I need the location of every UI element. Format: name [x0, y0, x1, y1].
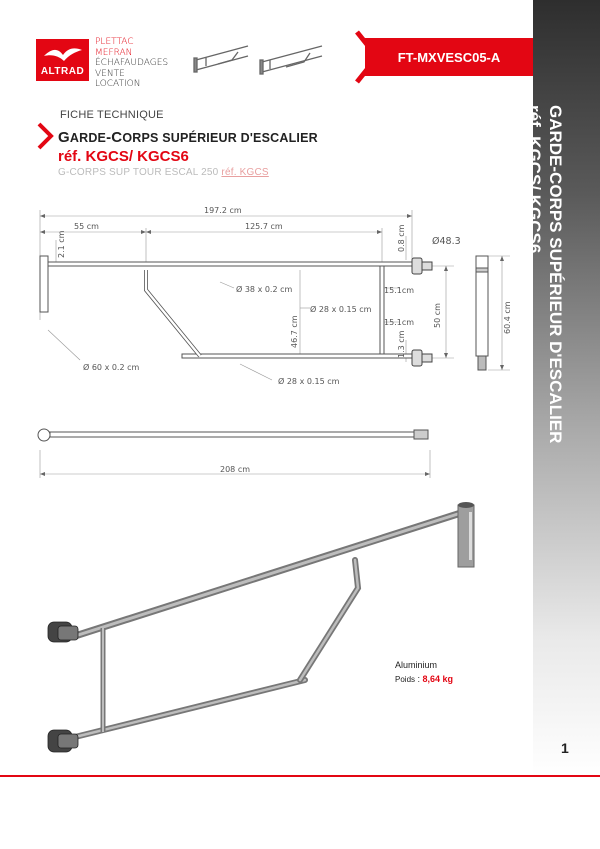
product-reference: réf. KGCS/ KGCS6: [58, 148, 189, 165]
bird-icon: [44, 48, 82, 61]
dim-d151a: 15.1cm: [384, 286, 414, 295]
weight-value: 8,64 kg: [422, 674, 454, 684]
title-part: ORPS SUPÉRIEUR D'ESCALIER: [122, 131, 318, 145]
brand-item: MEFRAN: [95, 47, 133, 58]
altrad-logo: ALTRAD: [36, 39, 89, 81]
product-render: [47, 502, 475, 753]
subref-link: réf. KGCS: [221, 167, 269, 178]
title-part: -: [106, 129, 112, 146]
dim-left: 55 cm: [74, 222, 99, 231]
dim-d21: 2.1 cm: [57, 230, 66, 258]
title-part: ARDE: [69, 131, 107, 145]
product-thumbnail-2: [259, 45, 323, 75]
dim-d151b: 15.1cm: [384, 318, 414, 327]
footer-divider: [0, 775, 600, 777]
doc-type: FICHE TECHNIQUE: [60, 109, 164, 121]
title-chevron-icon: [37, 122, 54, 150]
dim-d28b: Ø 28 x 0.15 cm: [278, 376, 340, 386]
brand-item: ÉCHAFAUDAGES: [95, 58, 169, 68]
brand-item: LOCATION: [95, 79, 141, 89]
weight-sep: :: [415, 674, 423, 684]
logo-word: ALTRAD: [40, 66, 85, 77]
specs-block: Aluminium Poids : 8,64 kg: [395, 658, 453, 687]
sidebar-band: [533, 0, 600, 777]
title-part: C: [111, 129, 123, 146]
product-thumbnail-1: [193, 45, 249, 73]
dim-d483: Ø48.3: [432, 236, 461, 247]
product-subreference: G-CORPS SUP TOUR ESCAL 250 réf. KGCS: [58, 167, 269, 178]
dim-overall: 197.2 cm: [204, 206, 242, 215]
subref-text: G-CORPS SUP TOUR ESCAL 250: [58, 167, 222, 178]
dim-d50: 50 cm: [433, 303, 442, 328]
weight-label: Poids: [395, 675, 416, 684]
dim-d604: 60.4 cm: [503, 301, 512, 334]
dim-d208: 208 cm: [220, 465, 250, 474]
weight-line: Poids : 8,64 kg: [395, 672, 453, 687]
brand-item: PLETTAC: [95, 37, 134, 47]
page-title: GARDE-CORPS SUPÉRIEUR D'ESCALIER: [58, 129, 318, 146]
brand-list: PLETTAC MEFRAN ÉCHAFAUDAGES VENTE LOCATI…: [95, 37, 168, 90]
dim-d467: 46.7 cm: [290, 315, 299, 348]
page-number: 1: [561, 740, 569, 756]
title-part: G: [58, 129, 70, 146]
reference-code: FT-MXVESC05-A: [365, 38, 533, 76]
dim-d13: 1.3 cm: [397, 330, 406, 358]
dim-middle: 125.7 cm: [245, 222, 283, 231]
dim-d60: Ø 60 x 0.2 cm: [83, 362, 140, 372]
dim-d38: Ø 38 x 0.2 cm: [236, 284, 293, 294]
material-label: Aluminium: [395, 660, 438, 670]
dim-d08: 0.8 cm: [397, 224, 406, 252]
brand-item: VENTE: [95, 68, 125, 79]
dim-d28a: Ø 28 x 0.15 cm: [310, 304, 372, 314]
